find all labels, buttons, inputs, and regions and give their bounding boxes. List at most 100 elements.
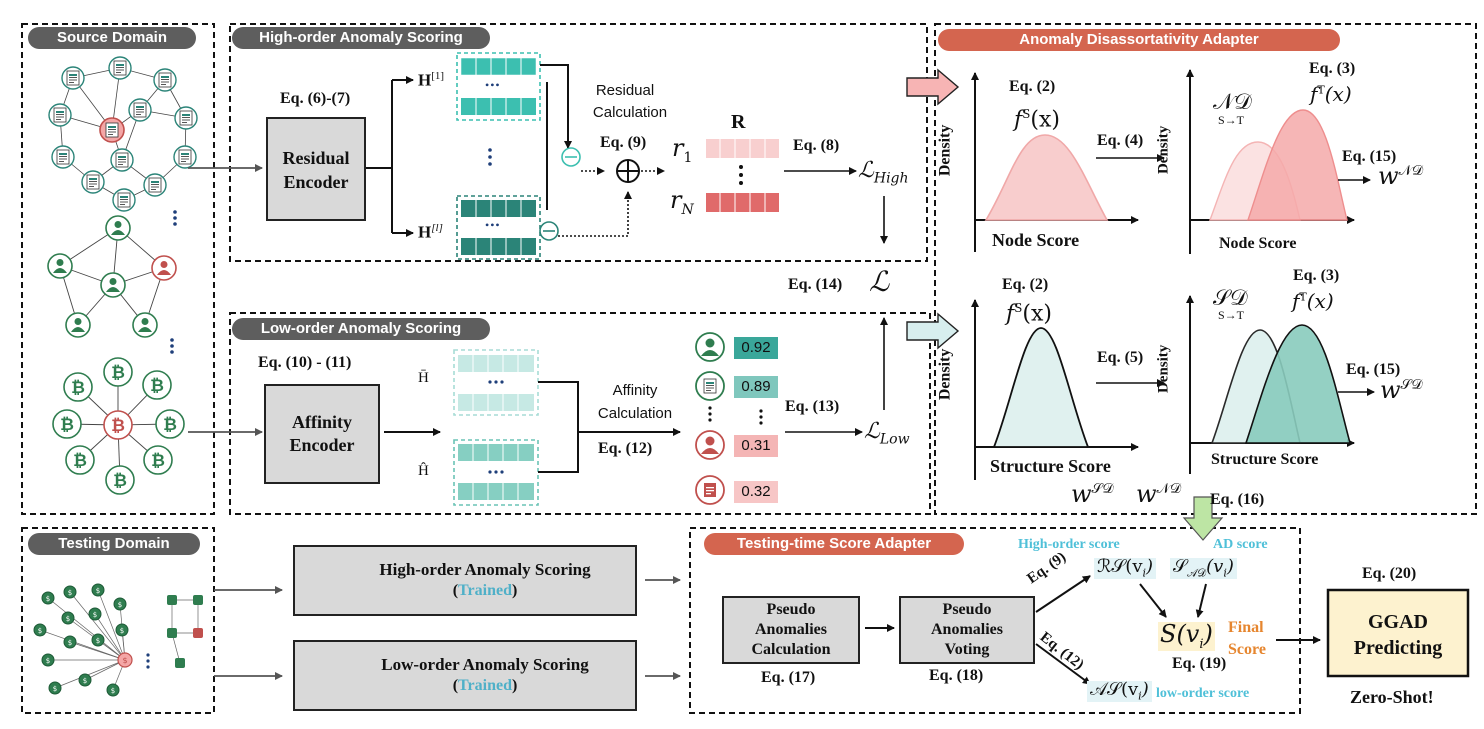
pseudo-calc-1: Pseudo bbox=[766, 601, 816, 618]
w-nd-bottom: w𝒩𝒟 bbox=[1136, 480, 1182, 508]
w-sd-bottom: w𝒮𝒟 bbox=[1071, 480, 1114, 508]
low-order-panel bbox=[229, 312, 931, 515]
source-btc-nodes: ₿ bbox=[52, 357, 185, 495]
ellipsis-hl: ••• bbox=[485, 218, 501, 232]
rn-bar bbox=[706, 193, 779, 212]
score-2: 0.31 bbox=[734, 435, 778, 457]
node-score-source-plot bbox=[971, 72, 1139, 252]
score-doc-icon-4 bbox=[695, 475, 725, 505]
arrow-to-nd-plot bbox=[906, 68, 960, 106]
sd-sub: S→T bbox=[1218, 308, 1245, 322]
source-doc-nodes bbox=[48, 56, 198, 212]
eq-15-bottom: Eq. (15) bbox=[1346, 361, 1401, 378]
eq-2-top: Eq. (2) bbox=[1009, 78, 1056, 95]
pseudo-vote-3: Voting bbox=[944, 641, 990, 658]
affinity-encoder-box: Affinity Encoder bbox=[264, 384, 380, 484]
rn-label: rN bbox=[670, 186, 694, 218]
eq-18: Eq. (18) bbox=[929, 667, 984, 684]
high-order-score-label: High-order score bbox=[1018, 537, 1120, 552]
r1-label: r1 bbox=[672, 134, 693, 166]
h1-label: H[1] bbox=[418, 70, 445, 90]
source-vdots-2 bbox=[170, 338, 174, 354]
node-score-label-2: Node Score bbox=[1219, 235, 1297, 252]
pseudo-vote-2: Anomalies bbox=[931, 621, 1003, 638]
final-label-1: Final bbox=[1228, 619, 1264, 636]
arrow-eq16-down bbox=[1182, 496, 1224, 541]
w-nd-top: w𝒩𝒟 bbox=[1378, 162, 1424, 190]
eq-12-low: Eq. (12) bbox=[598, 440, 653, 457]
zero-shot-label: Zero-Shot! bbox=[1350, 687, 1434, 707]
ft-bottom: fT(x) bbox=[1292, 289, 1334, 313]
testing-domain-pill: Testing Domain bbox=[28, 533, 200, 555]
residual-encoder-line1: Residual bbox=[282, 148, 350, 168]
eq-6-7: Eq. (6)-(7) bbox=[280, 90, 351, 107]
h-bar-label: H̄ bbox=[418, 370, 429, 386]
eq-19: Eq. (19) bbox=[1172, 655, 1227, 672]
source-domain-pill: Source Domain bbox=[28, 27, 196, 49]
ft-top: fT(x) bbox=[1310, 82, 1352, 106]
structure-score-shift-plot bbox=[1186, 295, 1355, 474]
nd-label: 𝒩𝒟 bbox=[1213, 90, 1252, 115]
testing-coin-graph bbox=[39, 589, 199, 691]
eq-4: Eq. (4) bbox=[1097, 132, 1144, 149]
source-vdots-1 bbox=[173, 210, 177, 226]
h-hat-embedding-stack bbox=[453, 439, 539, 506]
eq-16: Eq. (16) bbox=[1210, 491, 1265, 508]
testing-domain-panel bbox=[21, 527, 215, 714]
residual-calc-line1: Residual bbox=[595, 82, 655, 99]
score-person-icon-1 bbox=[695, 332, 725, 362]
rs-score: ℛ𝒮(vi) bbox=[1094, 557, 1157, 580]
score-3: 0.32 bbox=[734, 481, 778, 503]
ggad-line1: GGAD bbox=[1368, 611, 1428, 633]
score-person-icon-3 bbox=[695, 430, 725, 460]
low-order-pill: Low-order Anomaly Scoring bbox=[232, 318, 490, 340]
adapter-pill: Anomaly Disassortativity Adapter bbox=[938, 29, 1340, 51]
ad-score: 𝒮𝒜𝒟(vi) bbox=[1170, 557, 1237, 580]
source-person-nodes bbox=[47, 215, 177, 338]
score-adapter-pill: Testing-time Score Adapter bbox=[704, 533, 964, 555]
eq-9-high: Eq. (9) bbox=[600, 134, 647, 151]
density-label-1: Density bbox=[936, 124, 954, 177]
pseudo-calc-3: Calculation bbox=[751, 641, 831, 658]
node-score-shift-plot bbox=[1186, 69, 1355, 254]
eq-3-bottom: Eq. (3) bbox=[1293, 267, 1340, 284]
score-1: 0.89 bbox=[734, 376, 778, 398]
fs-top: fS(x) bbox=[1014, 107, 1060, 133]
eq-5: Eq. (5) bbox=[1097, 349, 1144, 366]
high-trained-title: High-order Anomaly Scoring bbox=[379, 560, 591, 579]
loss-low: ℒLow bbox=[864, 419, 910, 448]
ad-score-label: AD score bbox=[1213, 537, 1268, 552]
high-order-panel bbox=[229, 23, 928, 262]
fs-bottom: fS(x) bbox=[1006, 301, 1052, 327]
high-order-pill: High-order Anomaly Scoring bbox=[232, 27, 490, 49]
svg-text:$: $ bbox=[122, 656, 127, 665]
low-trained-title: Low-order Anomaly Scoring bbox=[381, 655, 589, 674]
affinity-calc-line2: Calculation bbox=[597, 405, 673, 422]
h1-embedding-stack bbox=[456, 52, 541, 121]
ellipsis-h1: ••• bbox=[485, 78, 501, 92]
ggad-line2: Predicting bbox=[1353, 637, 1443, 659]
eq-3-top: Eq. (3) bbox=[1309, 60, 1356, 77]
r1-bar bbox=[706, 139, 779, 158]
final-score: S(vi) bbox=[1158, 620, 1215, 652]
testing-coin-nodes: $ bbox=[33, 583, 203, 697]
low-trained-box: Low-order Anomaly Scoring (Trained) bbox=[293, 640, 637, 711]
r-matrix-label: R bbox=[731, 111, 746, 133]
pseudo-calc-box: Pseudo Anomalies Calculation bbox=[722, 596, 860, 664]
eq-15-top: Eq. (15) bbox=[1342, 148, 1397, 165]
total-loss: ℒ bbox=[869, 265, 890, 298]
residual-encoder-line2: Encoder bbox=[283, 172, 349, 192]
residual-encoder-box: Residual Encoder bbox=[266, 117, 366, 221]
eq-14: Eq. (14) bbox=[788, 276, 843, 293]
pseudo-calc-2: Anomalies bbox=[755, 621, 827, 638]
high-trained-box: High-order Anomaly Scoring (Trained) bbox=[293, 545, 637, 616]
structure-score-source-plot bbox=[971, 299, 1139, 480]
eq-8: Eq. (8) bbox=[793, 137, 840, 154]
loss-high: ℒHigh bbox=[858, 158, 909, 187]
score-adapter-panel bbox=[689, 527, 1301, 714]
residual-calc-line2: Calculation bbox=[592, 104, 668, 121]
as-score: 𝒜𝒮(vi) bbox=[1087, 680, 1152, 703]
eq-17: Eq. (17) bbox=[761, 669, 816, 686]
eq-20: Eq. (20) bbox=[1362, 565, 1417, 582]
